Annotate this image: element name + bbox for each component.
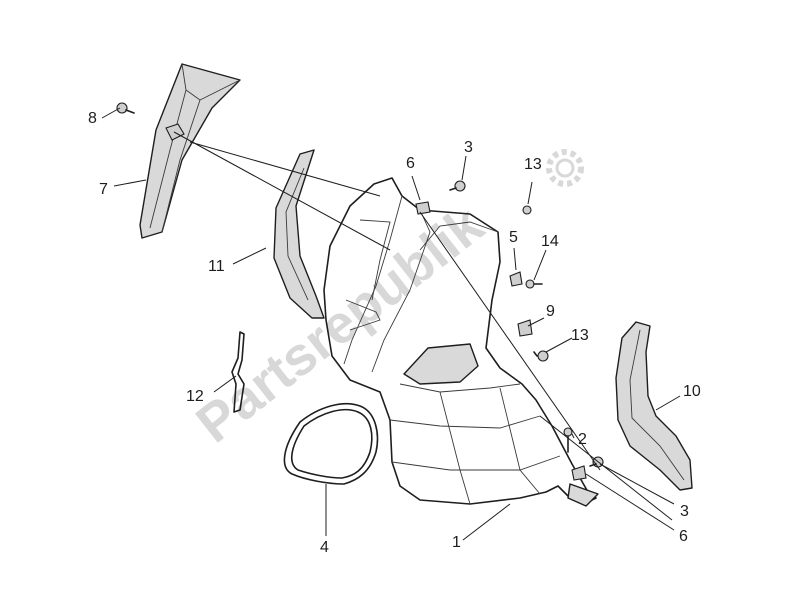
callout-3: 3 <box>464 139 473 156</box>
hardware <box>415 180 604 481</box>
leader-lines <box>101 107 681 541</box>
screw-3-top <box>454 180 466 192</box>
watermark: Partsrepublik <box>185 149 584 454</box>
screw-2 <box>563 427 573 437</box>
part-4-gasket <box>283 402 379 485</box>
part-12-trim-strip <box>231 331 245 413</box>
callout-11: 11 <box>208 258 225 275</box>
part-11-side-bracket <box>273 149 325 319</box>
screw-13-mid <box>537 350 549 362</box>
watermark-text: Partsrepublik <box>185 194 495 454</box>
callout-9: 9 <box>546 303 555 320</box>
clip-6-top <box>415 201 431 215</box>
callout-8: 8 <box>88 110 97 127</box>
callout-labels: 1 2 3 3 4 5 6 6 7 8 9 10 11 12 13 13 14 <box>88 110 701 556</box>
callout-13: 13 <box>524 156 542 173</box>
callout-14: 14 <box>541 233 559 250</box>
callout-5: 5 <box>509 229 518 246</box>
callout-6: 6 <box>679 528 688 545</box>
screw-13-top <box>522 205 532 215</box>
callout-4: 4 <box>320 539 329 556</box>
callout-12: 12 <box>186 388 204 405</box>
screw-14 <box>525 279 535 289</box>
part-7-upper-cover <box>139 63 241 239</box>
callout-2: 2 <box>578 431 587 448</box>
part-1-front-shield <box>323 177 599 507</box>
callout-13: 13 <box>571 327 589 344</box>
part-10-side-cover <box>615 321 693 491</box>
clip-9 <box>517 319 533 337</box>
clip-6-bottom <box>571 465 587 481</box>
callout-6: 6 <box>406 155 415 172</box>
callout-10: 10 <box>683 383 701 400</box>
clip-5 <box>509 271 523 287</box>
gear-icon <box>546 149 584 187</box>
callout-1: 1 <box>452 534 461 551</box>
callout-7: 7 <box>99 181 108 198</box>
callout-3: 3 <box>680 503 689 520</box>
part-8-screw <box>116 102 135 114</box>
